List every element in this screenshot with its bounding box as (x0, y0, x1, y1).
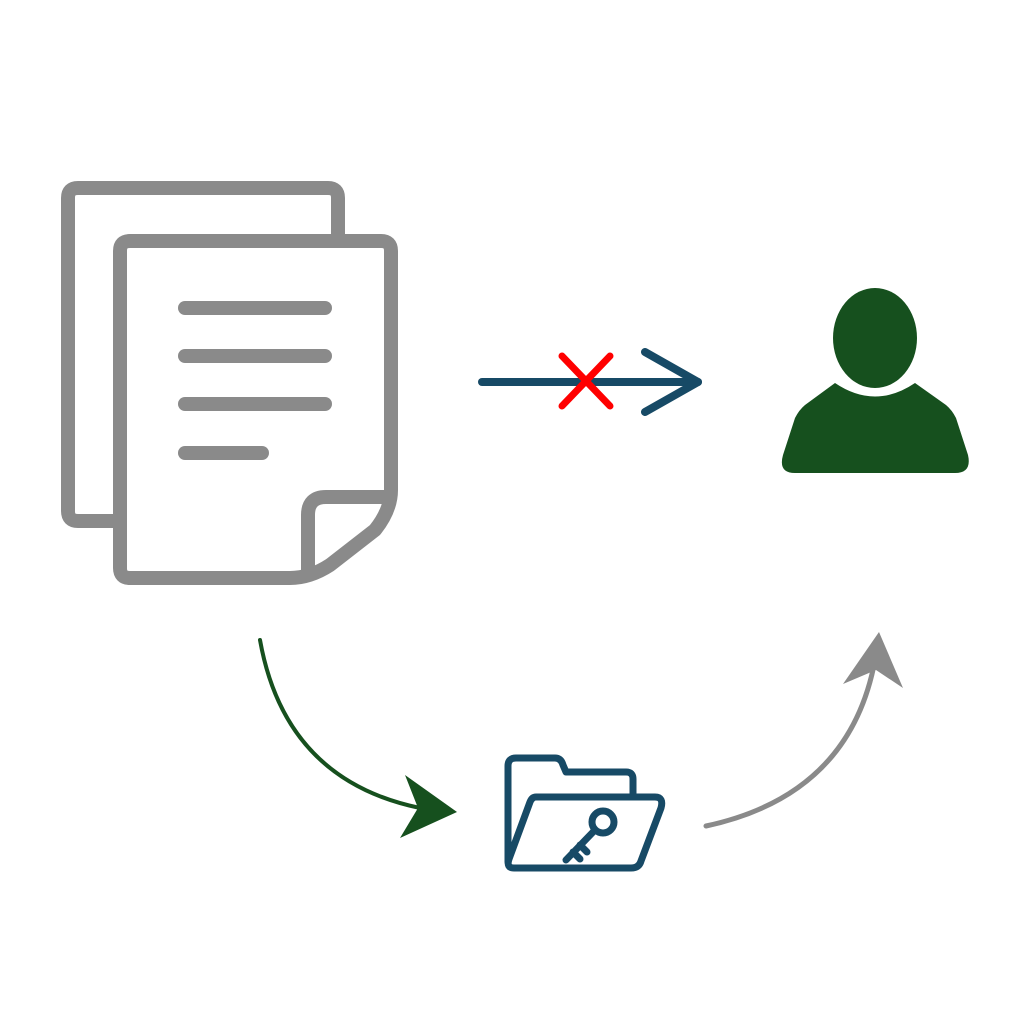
user-icon (781, 288, 969, 473)
encrypted-folder-icon (504, 754, 666, 872)
page-fold (301, 490, 392, 579)
curved-arrow-icon (258, 638, 457, 838)
curved-arrow-icon (703, 632, 903, 829)
blocked-x-icon (558, 352, 614, 410)
key-icon (588, 807, 618, 837)
back-document (61, 181, 345, 528)
documents-icon (61, 181, 398, 585)
blocked-arrow-icon (478, 348, 702, 416)
